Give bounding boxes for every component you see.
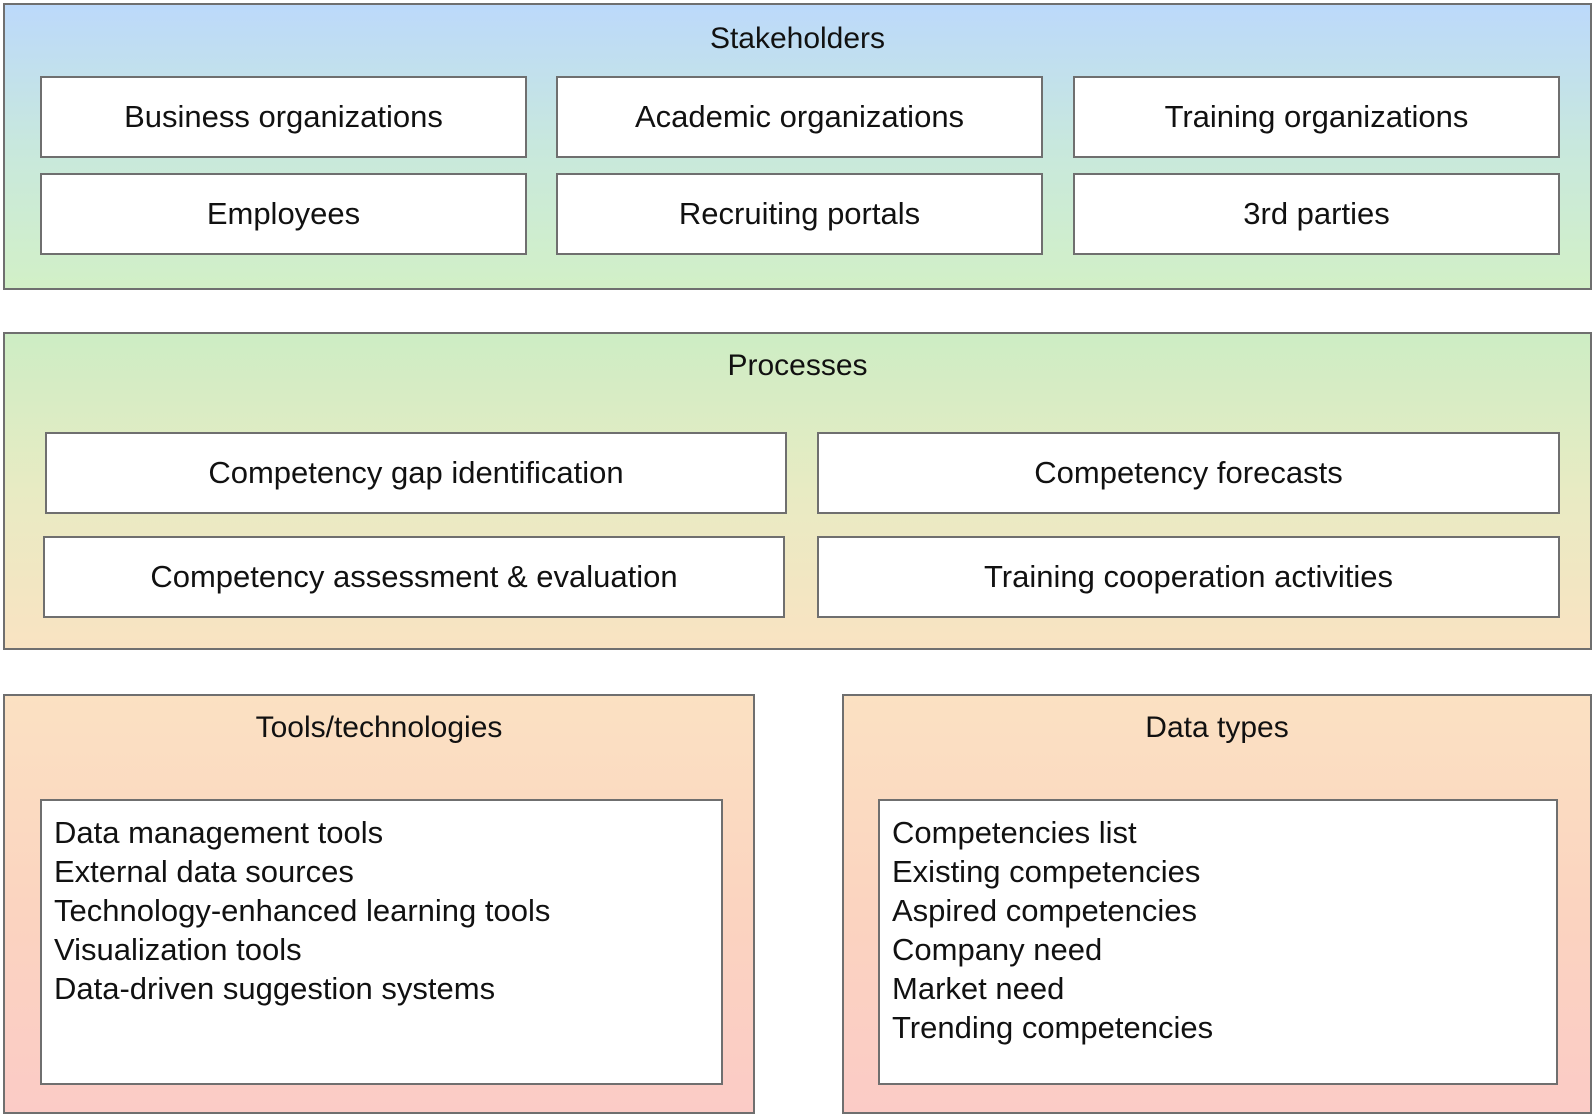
processes-title: Processes xyxy=(727,349,868,382)
list-item: Visualization tools xyxy=(54,932,302,967)
stakeholder-business-organizations: Business organizations xyxy=(40,76,527,158)
process-competency-forecasts: Competency forecasts xyxy=(817,432,1560,514)
list-item: Technology-enhanced learning tools xyxy=(54,893,551,928)
stakeholder-training-organizations: Training organizations xyxy=(1073,76,1560,158)
list-item: Existing competencies xyxy=(892,854,1201,889)
data-types-panel: Data types Competencies list Existing co… xyxy=(842,694,1592,1114)
tools-technologies-list: Data management tools External data sour… xyxy=(54,813,709,1008)
stakeholder-recruiting-portals: Recruiting portals xyxy=(556,173,1043,255)
list-item: Aspired competencies xyxy=(892,893,1197,928)
stakeholders-title: Stakeholders xyxy=(709,22,886,55)
data-types-title: Data types xyxy=(1145,711,1289,744)
tools-technologies-list-box: Data management tools External data sour… xyxy=(40,799,723,1085)
list-item: Market need xyxy=(892,971,1065,1006)
list-item: Company need xyxy=(892,932,1103,967)
data-types-list-box: Competencies list Existing competencies … xyxy=(878,799,1558,1085)
process-training-cooperation-activities: Training cooperation activities xyxy=(817,536,1560,618)
list-item: Competencies list xyxy=(892,815,1137,850)
list-item: Data management tools xyxy=(54,815,384,850)
processes-panel: Processes Competency gap identification … xyxy=(3,332,1592,650)
list-item: Trending competencies xyxy=(892,1010,1214,1045)
tools-technologies-panel: Tools/technologies Data management tools… xyxy=(3,694,755,1114)
tools-technologies-title: Tools/technologies xyxy=(255,711,503,744)
stakeholders-panel: Stakeholders Business organizations Acad… xyxy=(3,3,1592,290)
process-competency-gap-identification: Competency gap identification xyxy=(45,432,787,514)
stakeholder-academic-organizations: Academic organizations xyxy=(556,76,1043,158)
list-item: External data sources xyxy=(54,854,354,889)
data-types-list: Competencies list Existing competencies … xyxy=(892,813,1544,1047)
list-item: Data-driven suggestion systems xyxy=(54,971,496,1006)
process-competency-assessment-evaluation: Competency assessment & evaluation xyxy=(43,536,785,618)
stakeholder-3rd-parties: 3rd parties xyxy=(1073,173,1560,255)
stakeholder-employees: Employees xyxy=(40,173,527,255)
